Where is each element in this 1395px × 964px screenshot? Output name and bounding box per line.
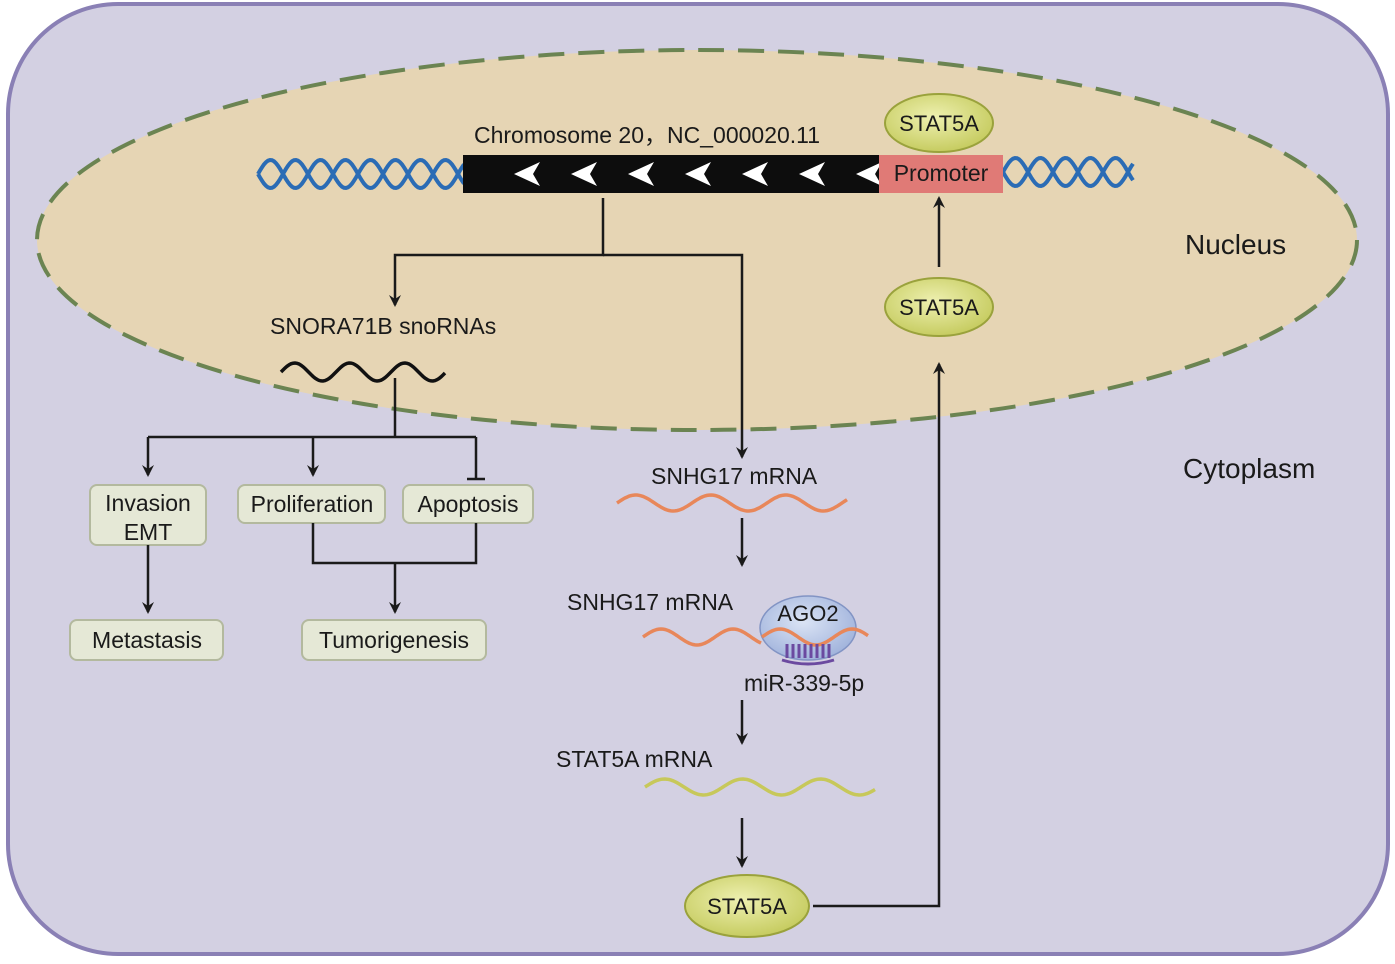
- stat5a-promoter-bound: STAT5A: [884, 93, 994, 153]
- promoter-box: [879, 155, 1003, 193]
- svg-text:Tumorigenesis: Tumorigenesis: [319, 627, 469, 653]
- outcome-to-result-lines: [142, 523, 478, 614]
- gene-direction-chevrons: [514, 162, 882, 186]
- svg-text:STAT5A: STAT5A: [899, 111, 979, 136]
- gene-transcription-branch: [389, 198, 748, 459]
- chromosome-label: Chromosome 20，NC_000020.11: [474, 122, 820, 148]
- snhg17-mrna-overlay: [760, 627, 869, 647]
- ago2-complex: AGO2: [759, 595, 857, 661]
- cytoplasm-label: Cytoplasm: [1183, 453, 1315, 484]
- arrow-stat5a-nuclear-import: [813, 362, 945, 908]
- snhg17-mrna-label-1: SNHG17 mRNA: [651, 463, 818, 489]
- svg-text:Proliferation: Proliferation: [251, 491, 374, 517]
- nucleus: [35, 48, 1359, 432]
- mirna-binding-icon: [785, 644, 831, 658]
- gene-chevron: [685, 162, 711, 186]
- proliferation-box: Proliferation: [237, 484, 386, 524]
- nucleus-label: Nucleus: [1185, 229, 1286, 260]
- svg-text:Metastasis: Metastasis: [92, 627, 202, 653]
- stat5a-nuclear: STAT5A: [884, 277, 994, 337]
- svg-text:Invasion: Invasion: [105, 490, 191, 516]
- snorna-effects-branch: [142, 378, 485, 481]
- apoptosis-box: Apoptosis: [402, 484, 534, 524]
- stat5a-mrna-wave: [644, 777, 876, 797]
- gene-chevron: [742, 162, 768, 186]
- snhg17-mrna-label-2: SNHG17 mRNA: [567, 589, 734, 615]
- metastasis-box: Metastasis: [69, 619, 224, 661]
- stat5a-cytoplasmic: STAT5A: [684, 874, 810, 938]
- gene-chevron: [856, 162, 882, 186]
- snorna-wave: [279, 361, 447, 383]
- gene-chevron: [628, 162, 654, 186]
- tumorigenesis-box: Tumorigenesis: [301, 619, 487, 661]
- mirna-label: miR-339-5p: [744, 670, 864, 696]
- dna-helix-left: [256, 157, 466, 191]
- svg-text:STAT5A: STAT5A: [899, 295, 979, 320]
- snhg17-mrna-wave-2: [641, 627, 762, 647]
- svg-text:AGO2: AGO2: [777, 601, 838, 626]
- snhg17-mrna-wave-1: [616, 493, 848, 513]
- mirna-strand: [781, 658, 835, 666]
- svg-text:EMT: EMT: [124, 519, 173, 545]
- promoter-label: Promoter: [894, 160, 989, 186]
- stat5a-mrna-label: STAT5A mRNA: [556, 746, 713, 772]
- gene-chevron: [799, 162, 825, 186]
- snora71b-label: SNORA71B snoRNAs: [270, 313, 496, 339]
- dna-helix-right: [1001, 155, 1135, 189]
- gene-chevron: [571, 162, 597, 186]
- svg-text:Apoptosis: Apoptosis: [417, 491, 518, 517]
- gene-chevron: [514, 162, 540, 186]
- invasion-emt-box: Invasion EMT: [89, 484, 207, 546]
- svg-text:STAT5A: STAT5A: [707, 894, 787, 919]
